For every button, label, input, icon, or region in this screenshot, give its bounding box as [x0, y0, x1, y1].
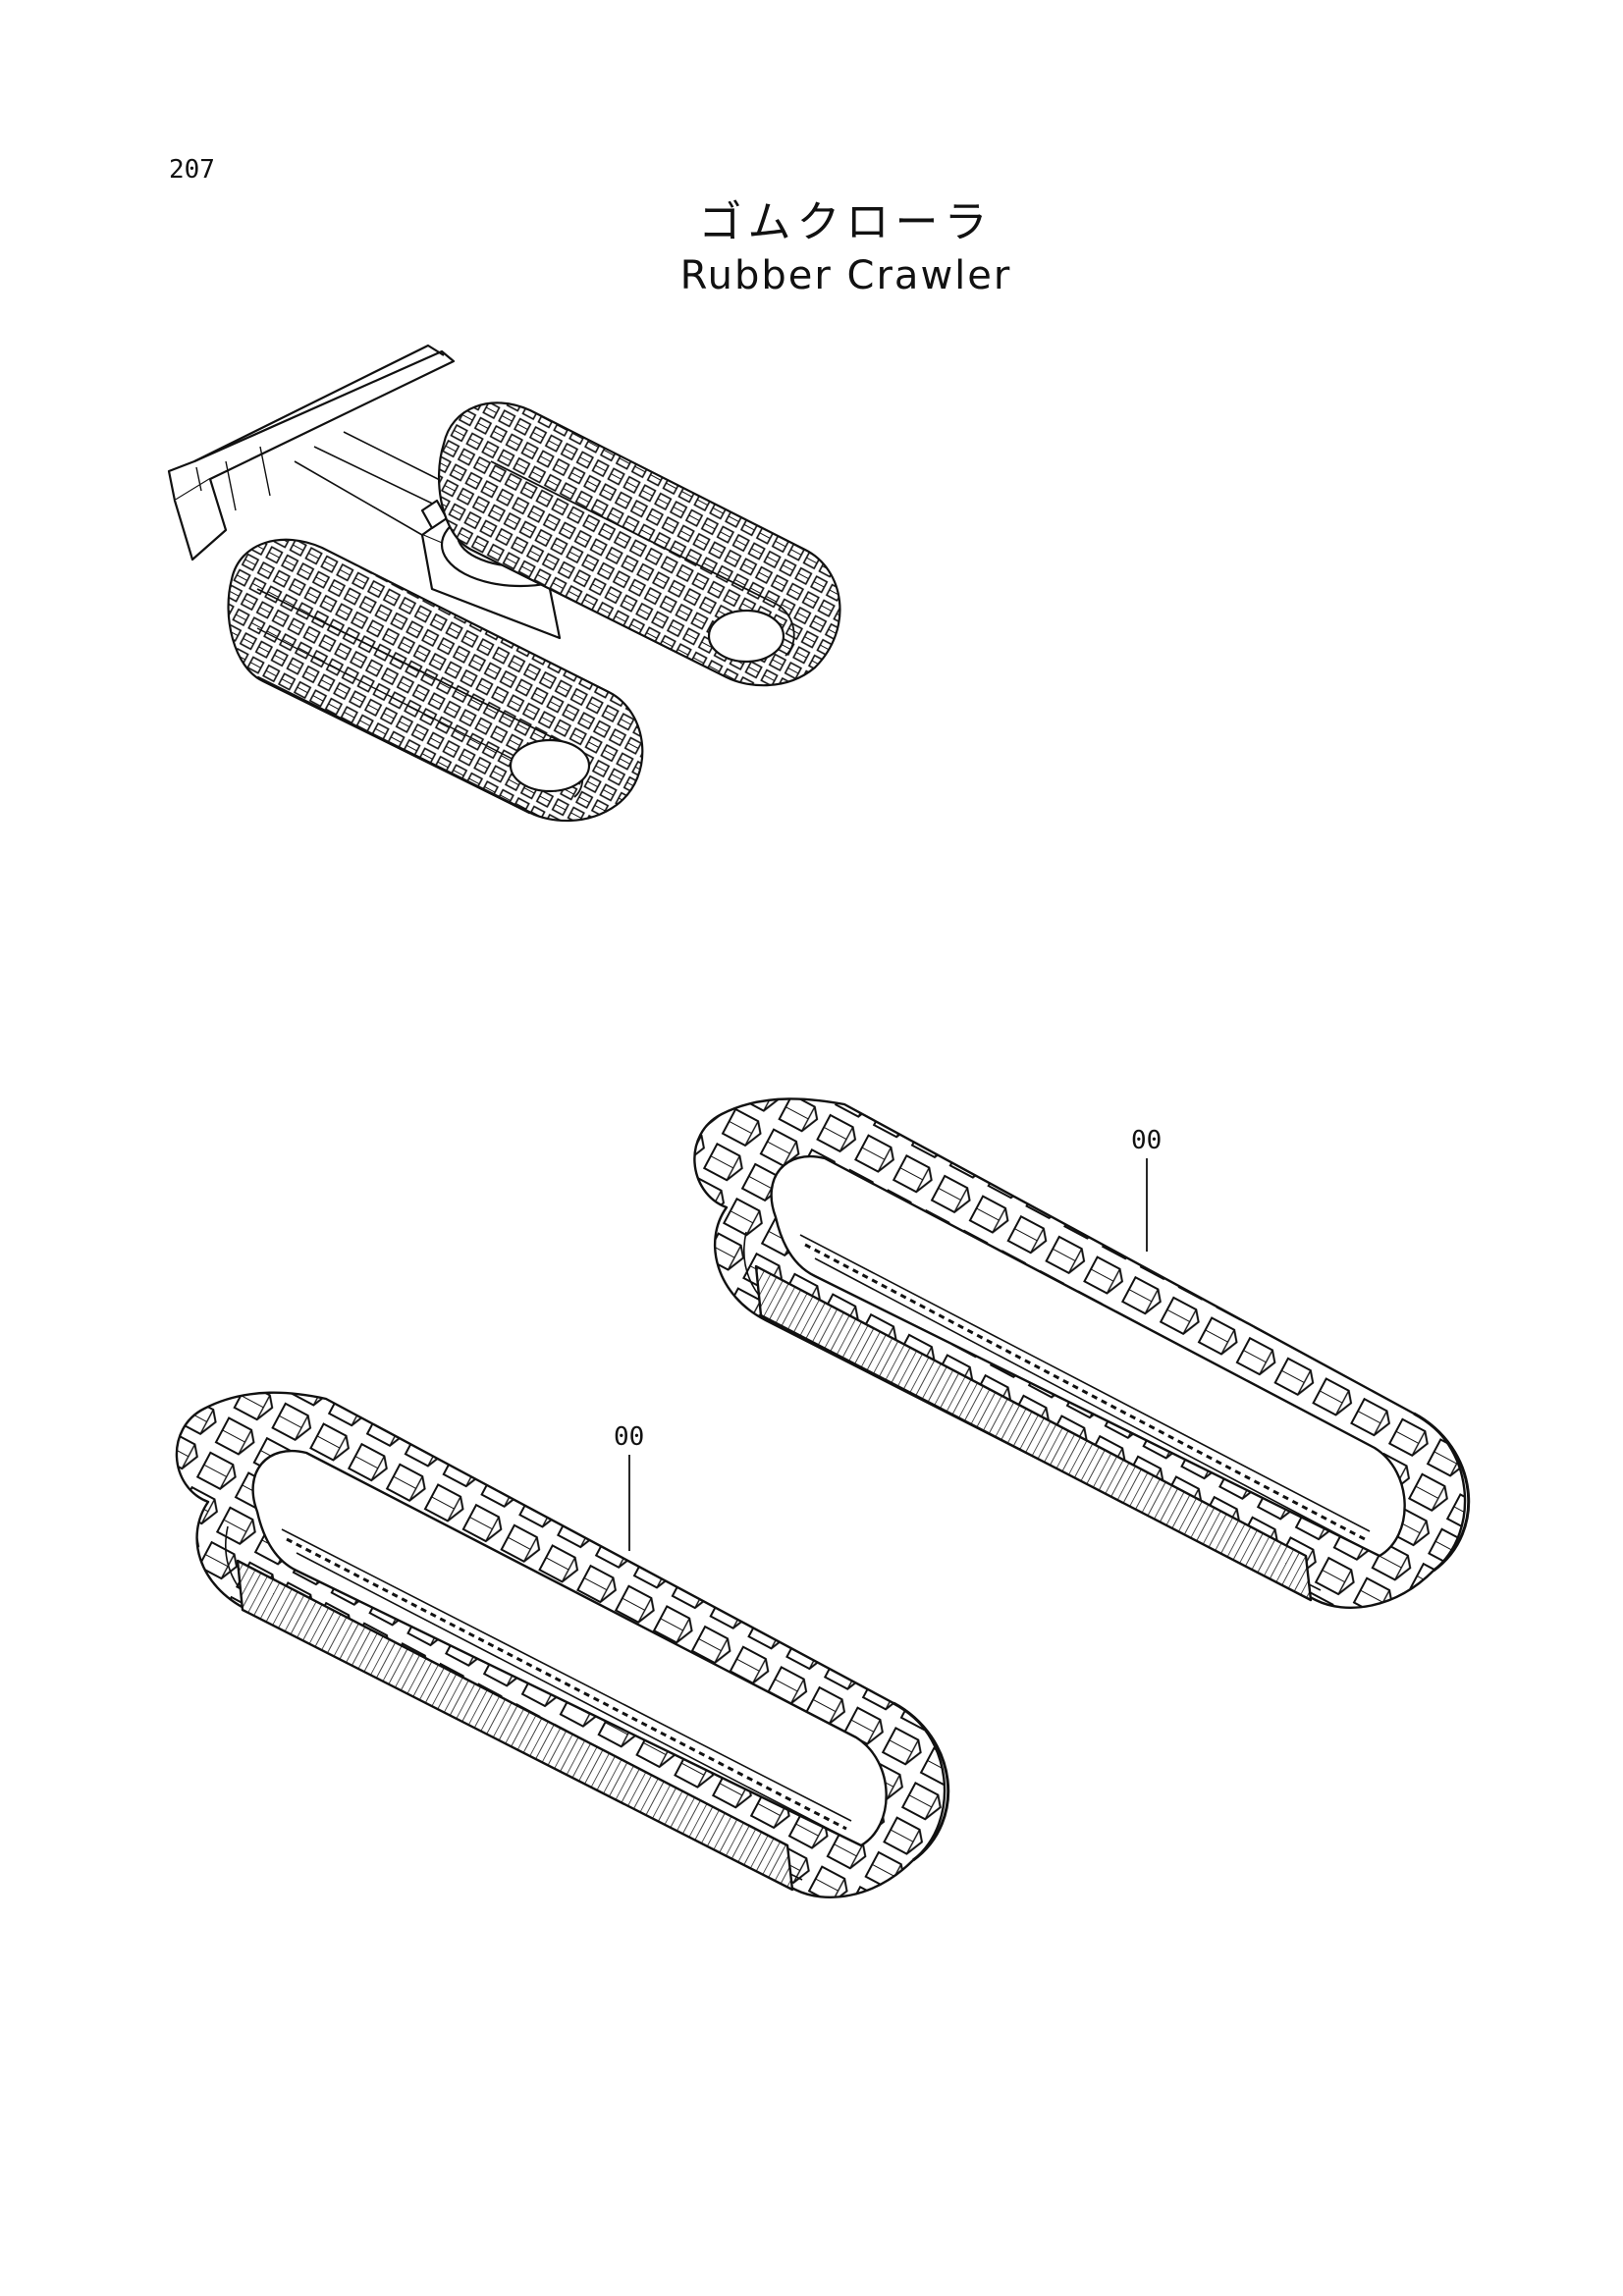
rubber-crawler-track-right	[693, 1097, 1471, 1609]
part-callout-right: 00	[1131, 1126, 1162, 1155]
page-title-japanese: ゴムクローラ	[698, 197, 994, 247]
rubber-crawler-track-left	[175, 1391, 950, 1898]
page-title-english: Rubber Crawler	[679, 253, 1012, 298]
part-callout-left: 00	[614, 1422, 644, 1452]
undercarriage-assembly-drawing	[167, 344, 841, 823]
page-number: 207	[169, 155, 215, 185]
